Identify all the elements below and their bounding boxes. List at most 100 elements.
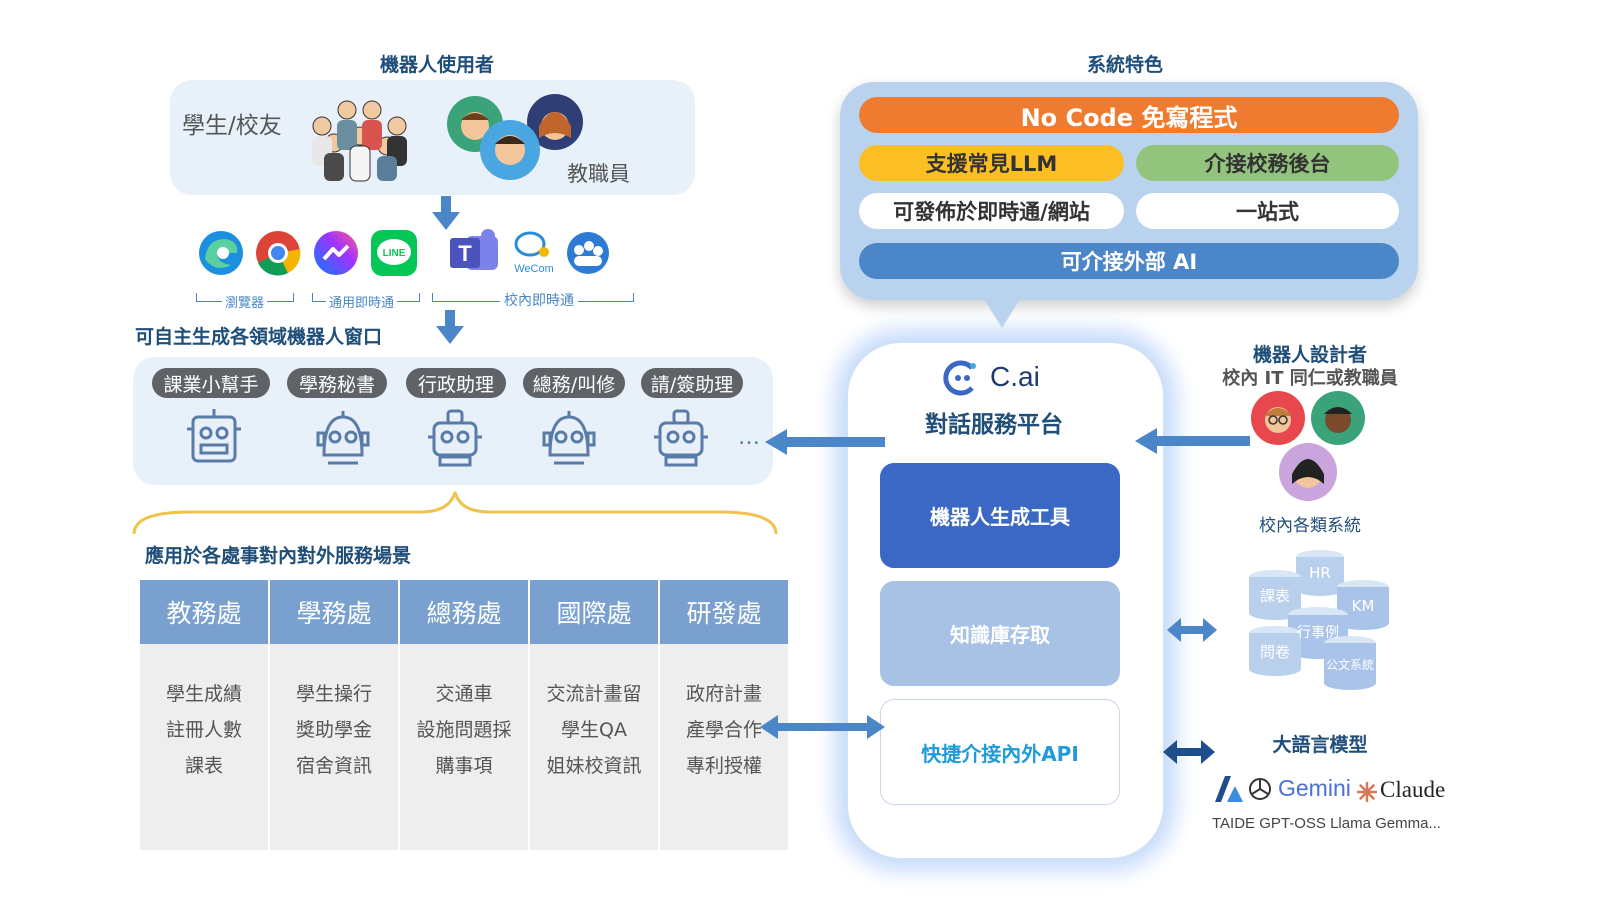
dept-header: 研發處 bbox=[660, 580, 788, 644]
svg-text:LINE: LINE bbox=[383, 248, 406, 259]
svg-text:WeCom: WeCom bbox=[514, 263, 554, 275]
bot-tag-general-affairs[interactable]: 總務/叫修 bbox=[523, 368, 625, 398]
dept-header: 教務處 bbox=[140, 580, 268, 644]
left-arrow-icon bbox=[765, 429, 885, 455]
users-panel bbox=[170, 80, 695, 195]
bot-tag-student-affairs[interactable]: 學務秘書 bbox=[287, 368, 387, 398]
dept-header: 總務處 bbox=[400, 580, 528, 644]
scenarios-title: 應用於各處事對內對外服務場景 bbox=[145, 545, 412, 567]
dept-item: 宿舍資訊 bbox=[295, 755, 372, 777]
dept-item: 購事項 bbox=[435, 755, 493, 777]
dept-item: 產學合作 bbox=[685, 719, 762, 741]
llm-title: 大語言模型 bbox=[1272, 734, 1368, 756]
dept-item: 學生成績 bbox=[165, 683, 242, 705]
double-arrow-icon bbox=[1167, 618, 1217, 642]
dept-column: 學務處 學生操行 獎助學金 宿舍資訊 bbox=[270, 580, 398, 850]
wecom-icon: WeCom bbox=[508, 228, 560, 276]
feature-llm: 支援常見LLM bbox=[859, 145, 1124, 181]
down-arrow-icon bbox=[436, 310, 464, 344]
systems-title: 校內各類系統 bbox=[1259, 516, 1361, 536]
dept-item: 政府計畫 bbox=[685, 683, 762, 705]
dept-item: 專利授權 bbox=[685, 755, 762, 777]
double-arrow-icon bbox=[760, 715, 885, 739]
bot-tag-leave[interactable]: 請/簽助理 bbox=[641, 368, 743, 398]
staff-label: 教職員 bbox=[567, 162, 630, 186]
feature-one-stop: 一站式 bbox=[1136, 193, 1399, 229]
staff-avatars-icon bbox=[445, 92, 595, 184]
system-label: HR bbox=[1309, 564, 1331, 582]
dept-item: 學生QA bbox=[561, 719, 627, 741]
dept-item: 課表 bbox=[184, 755, 223, 777]
line-icon: LINE bbox=[370, 229, 418, 277]
claude-logo-text: Claude bbox=[1380, 777, 1446, 802]
dept-item: 獎助學金 bbox=[295, 719, 372, 741]
dept-item: 姐妹校資訊 bbox=[546, 755, 642, 777]
feature-external-ai: 可介接外部 AI bbox=[859, 243, 1399, 279]
api-integration-tool[interactable]: 快捷介接內外API bbox=[880, 699, 1120, 805]
azure-icon bbox=[1215, 776, 1243, 802]
system-label: 行事例 bbox=[1297, 625, 1339, 641]
brace-icon bbox=[132, 491, 778, 535]
dept-body: 交流計畫留 學生QA 姐妹校資訊 bbox=[530, 644, 658, 850]
campus-im-label: 校內即時通 bbox=[500, 290, 578, 310]
robot-icon bbox=[542, 411, 596, 465]
teams-icon: T bbox=[448, 226, 500, 278]
dept-body: 學生操行 獎助學金 宿舍資訊 bbox=[270, 644, 398, 850]
dept-item: 交通車 bbox=[435, 683, 493, 705]
general-im-label: 通用即時通 bbox=[326, 292, 398, 311]
robot-icon bbox=[187, 409, 241, 463]
dept-column: 總務處 交通車 設施問題採 購事項 bbox=[400, 580, 528, 850]
campus-im-icon bbox=[565, 230, 611, 276]
dept-body: 政府計畫 產學合作 專利授權 bbox=[660, 644, 788, 850]
platform-logo-text: C.ai bbox=[990, 361, 1040, 392]
bots-title: 可自主生成各領域機器人窗口 bbox=[135, 326, 383, 348]
dept-column: 研發處 政府計畫 產學合作 專利授權 bbox=[660, 580, 788, 850]
claude-star-icon bbox=[1356, 781, 1378, 803]
designers-title: 機器人設計者 bbox=[1252, 344, 1367, 366]
bot-builder-tool[interactable]: 機器人生成工具 bbox=[880, 463, 1120, 568]
designers-subtitle: 校內 IT 同仁或教職員 bbox=[1222, 368, 1398, 389]
dept-column: 國際處 交流計畫留 學生QA 姐妹校資訊 bbox=[530, 580, 658, 850]
system-label: 問卷 bbox=[1260, 643, 1290, 661]
dept-item: 設施問題採 bbox=[416, 719, 512, 741]
dept-item: 學生操行 bbox=[295, 683, 372, 705]
student-group-icon bbox=[292, 88, 427, 183]
llm-models-text: TAIDE GPT-OSS Llama Gemma... bbox=[1212, 815, 1441, 832]
platform-name: 對話服務平台 bbox=[925, 412, 1063, 438]
cai-logo-icon bbox=[940, 358, 980, 398]
down-arrow-icon bbox=[432, 196, 460, 230]
feature-no-code: No Code 免寫程式 bbox=[859, 97, 1399, 133]
dept-header: 學務處 bbox=[270, 580, 398, 644]
feature-backend: 介接校務後台 bbox=[1136, 145, 1399, 181]
dept-body: 學生成績 註冊人數 課表 bbox=[140, 644, 268, 850]
knowledge-base-tool[interactable]: 知識庫存取 bbox=[880, 581, 1120, 686]
dept-body: 交通車 設施問題採 購事項 bbox=[400, 644, 528, 850]
callout-pointer bbox=[982, 296, 1022, 328]
left-arrow-icon bbox=[1135, 428, 1250, 454]
more-ellipsis: … bbox=[738, 425, 760, 450]
openai-icon bbox=[1247, 776, 1273, 802]
system-label: KM bbox=[1352, 597, 1375, 615]
browser-label: 瀏覽器 bbox=[222, 292, 268, 311]
system-label: 公文系統 bbox=[1326, 657, 1374, 672]
dept-column: 教務處 學生成績 註冊人數 課表 bbox=[140, 580, 268, 850]
dept-item: 註冊人數 bbox=[165, 719, 242, 741]
robot-icon bbox=[428, 409, 482, 467]
robot-icon bbox=[316, 411, 370, 465]
robot-icon bbox=[654, 409, 708, 467]
dept-header: 國際處 bbox=[530, 580, 658, 644]
messenger-icon bbox=[312, 229, 360, 277]
system-label: 課表 bbox=[1260, 587, 1290, 605]
feature-publish: 可發佈於即時通/網站 bbox=[859, 193, 1124, 229]
bot-tag-admin[interactable]: 行政助理 bbox=[406, 368, 506, 398]
chrome-browser-icon bbox=[254, 229, 302, 277]
users-title: 機器人使用者 bbox=[380, 54, 495, 76]
bot-tag-course[interactable]: 課業小幫手 bbox=[152, 368, 270, 398]
designer-avatars-icon bbox=[1250, 390, 1380, 505]
gemini-logo-text: Gemini bbox=[1278, 775, 1351, 801]
edge-browser-icon bbox=[197, 229, 245, 277]
svg-text:T: T bbox=[458, 241, 472, 266]
features-title: 系統特色 bbox=[1087, 54, 1164, 76]
students-label: 學生/校友 bbox=[182, 113, 282, 139]
dept-item: 交流計畫留 bbox=[546, 683, 642, 705]
